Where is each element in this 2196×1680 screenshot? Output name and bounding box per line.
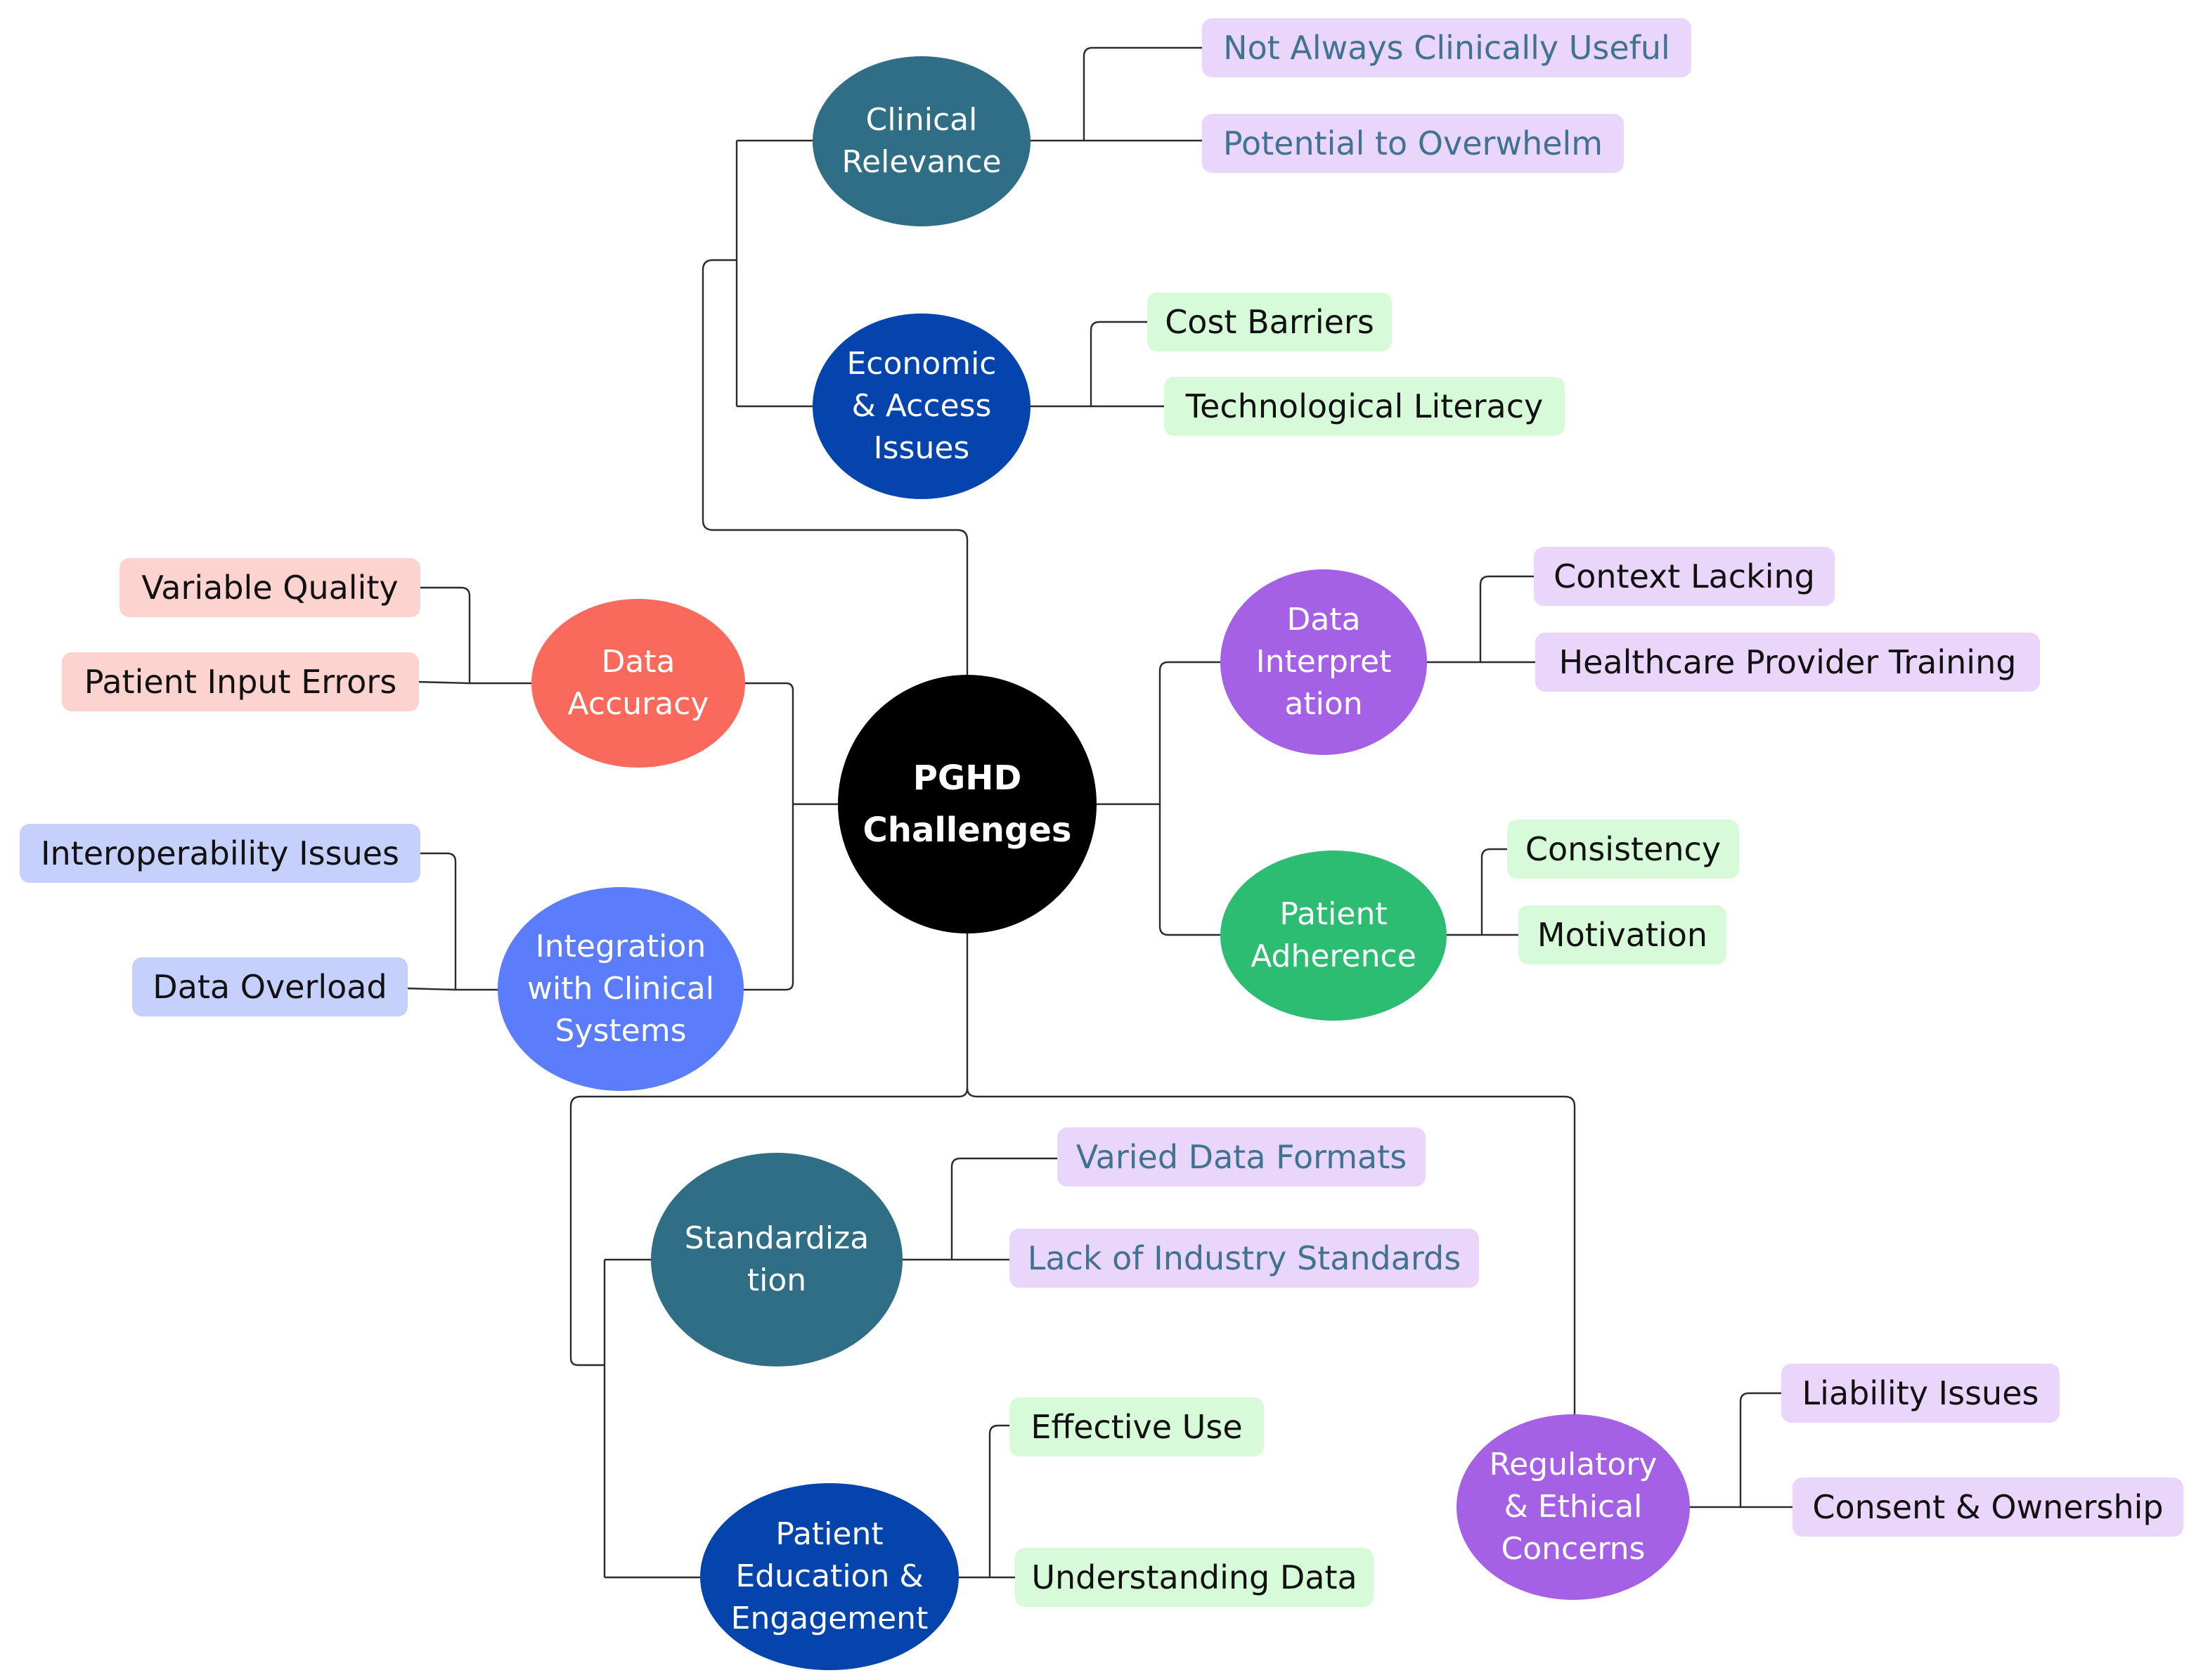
connector-economic-access-leaves [1028,321,1147,408]
connector-regulatory-leaves [1690,1392,1781,1508]
leaf-healthcare-provider-training[interactable]: Healthcare Provider Training [1535,633,2040,692]
leaf-variable-quality[interactable]: Variable Quality [120,558,420,617]
branch-node-clinical-relevance[interactable]: Clinical Relevance [813,56,1031,226]
leaf-understanding-data[interactable]: Understanding Data [1015,1548,1374,1607]
leaf-potential-to-overwhelm[interactable]: Potential to Overwhelm [1202,114,1624,173]
leaf-liability-issues[interactable]: Liability Issues [1781,1364,2060,1423]
branch-node-label: Data Interpret ation [1255,602,1392,722]
leaf-cost-barriers[interactable]: Cost Barriers [1147,292,1392,351]
connector-patient-education-leaves [957,1424,1009,1579]
connector-right-group [1097,661,1220,806]
leaf-technological-literacy[interactable]: Technological Literacy [1164,377,1565,436]
branch-node-label: Patient Education & Engagement [730,1516,929,1636]
leaf-varied-data-formats[interactable]: Varied Data Formats [1057,1127,1426,1187]
branch-node-standardization[interactable]: Standardiza tion [651,1153,903,1366]
leaf-interoperability-issues[interactable]: Interoperability Issues [20,824,420,883]
connector-center-top [702,259,969,675]
connector-data-interpretation-leaves [1427,575,1534,664]
branch-node-regulatory-ethical-concerns[interactable]: Regulatory & Ethical Concerns [1457,1414,1690,1600]
branch-node-integration-with-clinical-systems[interactable]: Integration with Clinical Systems [498,887,744,1091]
branch-node-data-interpretation[interactable]: Data Interpret ation [1220,569,1427,755]
connector-standardization-leaves [901,1157,1057,1261]
branch-node-label: Patient Adherence [1251,896,1416,974]
branch-node-label: Regulatory & Ethical Concerns [1489,1447,1658,1567]
connector-clinical-relevance-leaves [1028,46,1202,142]
branch-node-data-accuracy[interactable]: Data Accuracy [531,599,745,768]
branch-node-label: Integration with Clinical Systems [527,929,714,1049]
center-node-pghd-challenges[interactable]: PGHD Challenges [838,675,1097,933]
branch-node-label: Data Accuracy [567,644,709,722]
branch-node-economic-access-issues[interactable]: Economic & Access Issues [813,314,1031,499]
connector-left-group [742,682,838,806]
leaf-consent-ownership[interactable]: Consent & Ownership [1793,1478,2183,1537]
branch-node-patient-education-engagement[interactable]: Patient Education & Engagement [700,1483,959,1670]
leaf-motivation[interactable]: Motivation [1518,905,1726,964]
connector-patient-adherence-leaves [1447,848,1507,936]
branch-node-label: Clinical Relevance [841,102,1002,180]
connector-data-accuracy-leaves [420,586,531,685]
connector-integration-leaves [420,852,498,991]
leaf-consistency[interactable]: Consistency [1507,820,1739,879]
branch-node-patient-adherence[interactable]: Patient Adherence [1220,851,1447,1021]
branch-node-label: Economic & Access Issues [846,346,997,466]
connector-center-bottom [569,933,969,1366]
center-node-label: PGHD Challenges [863,758,1072,850]
leaf-lack-of-industry-standards[interactable]: Lack of Industry Standards [1009,1229,1479,1288]
branch-node-label: Standardiza tion [684,1220,870,1298]
leaf-data-overload[interactable]: Data Overload [132,957,408,1016]
leaf-not-always-clinically-useful[interactable]: Not Always Clinically Useful [1202,18,1691,77]
leaf-context-lacking[interactable]: Context Lacking [1534,547,1835,606]
leaf-effective-use[interactable]: Effective Use [1009,1397,1264,1456]
leaf-patient-input-errors[interactable]: Patient Input Errors [62,652,419,711]
